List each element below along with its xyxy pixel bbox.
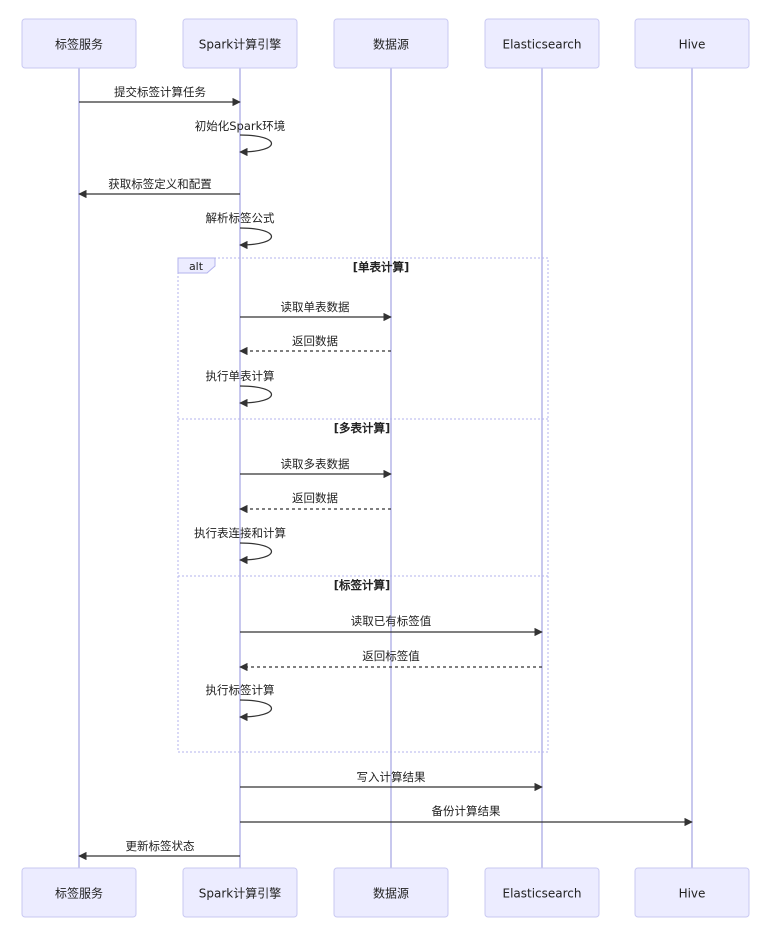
message-arrow	[239, 227, 272, 250]
actor-top-hive: Hive	[634, 18, 750, 69]
message-label: 更新标签状态	[126, 839, 195, 853]
actor-label: 数据源	[373, 886, 409, 901]
message-read-single-table: 读取单表数据	[240, 300, 392, 322]
message-label: 读取多表数据	[281, 457, 350, 471]
message-arrow	[239, 385, 272, 408]
actor-bottom-hive: Hive	[634, 867, 750, 918]
message-return-data-2: 返回数据	[239, 491, 391, 514]
actor-box	[21, 867, 137, 918]
message-return-tag-values: 返回标签值	[239, 649, 542, 672]
message-backup-results: 备份计算结果	[240, 804, 693, 827]
actor-bottom-es: Elasticsearch	[484, 867, 600, 918]
section-label-multi-table: [多表计算]	[334, 421, 391, 435]
message-label: 返回标签值	[362, 649, 420, 663]
message-get-definitions: 获取标签定义和配置	[78, 177, 240, 199]
actor-box	[484, 867, 600, 918]
message-label: 读取已有标签值	[351, 614, 432, 628]
message-arrow	[239, 699, 272, 722]
actor-bottom-spark: Spark计算引擎	[182, 867, 298, 918]
message-arrow	[239, 134, 272, 157]
actor-box	[634, 18, 750, 69]
actor-box	[21, 18, 137, 69]
section-label-tag-calc: [标签计算]	[334, 578, 391, 592]
message-arrow	[239, 542, 272, 565]
alt-frame: alt [单表计算] [多表计算] [标签计算]	[177, 257, 549, 753]
message-label: 返回数据	[292, 491, 338, 505]
message-label: 写入计算结果	[357, 770, 426, 784]
message-parse-formula: 解析标签公式	[206, 211, 275, 250]
message-label: 执行表连接和计算	[194, 526, 286, 540]
message-update-tag-status: 更新标签状态	[78, 839, 240, 861]
message-label: 执行标签计算	[206, 683, 275, 697]
message-read-existing-tags: 读取已有标签值	[240, 614, 543, 637]
actor-top-es: Elasticsearch	[484, 18, 600, 69]
actor-top-datasource: 数据源	[333, 18, 449, 69]
message-exec-join-calc: 执行表连接和计算	[194, 526, 286, 565]
actor-box	[333, 867, 449, 918]
actor-box	[182, 18, 298, 69]
alt-keyword: alt	[189, 260, 204, 273]
message-return-data-1: 返回数据	[239, 334, 391, 356]
message-write-results: 写入计算结果	[240, 770, 543, 792]
message-exec-single-calc: 执行单表计算	[206, 369, 275, 408]
actor-label: 标签服务	[55, 37, 103, 52]
actor-bottom-tag-service: 标签服务	[21, 867, 137, 918]
actor-box	[484, 18, 600, 69]
actor-label: Hive	[679, 887, 706, 901]
message-read-multi-table: 读取多表数据	[240, 457, 392, 479]
actor-label: 数据源	[373, 37, 409, 52]
message-label: 执行单表计算	[206, 369, 275, 383]
message-label: 解析标签公式	[206, 211, 275, 225]
actor-box	[182, 867, 298, 918]
message-exec-tag-calc: 执行标签计算	[206, 683, 275, 722]
actor-label: Hive	[679, 38, 706, 52]
actor-top-tag-service: 标签服务	[21, 18, 137, 69]
message-label: 获取标签定义和配置	[108, 177, 212, 191]
actor-label: Elasticsearch	[502, 887, 581, 901]
actor-label: 标签服务	[55, 886, 103, 901]
message-label: 提交标签计算任务	[114, 85, 206, 99]
message-label: 返回数据	[292, 334, 338, 348]
section-label-single-table: [单表计算]	[353, 260, 410, 274]
message-init-spark: 初始化Spark环境	[195, 119, 286, 157]
actor-bottom-datasource: 数据源	[333, 867, 449, 918]
actor-top-spark: Spark计算引擎	[182, 18, 298, 69]
message-submit-task: 提交标签计算任务	[79, 85, 241, 107]
message-label: 备份计算结果	[432, 804, 501, 818]
alt-frame-tab	[177, 257, 216, 274]
actor-box	[333, 18, 449, 69]
actor-label: Spark计算引擎	[199, 37, 281, 52]
message-label: 读取单表数据	[281, 300, 350, 314]
actor-label: Spark计算引擎	[199, 886, 281, 901]
message-label: 初始化Spark环境	[195, 119, 286, 133]
actor-label: Elasticsearch	[502, 38, 581, 52]
alt-frame-border	[177, 257, 549, 753]
actor-box	[634, 867, 750, 918]
